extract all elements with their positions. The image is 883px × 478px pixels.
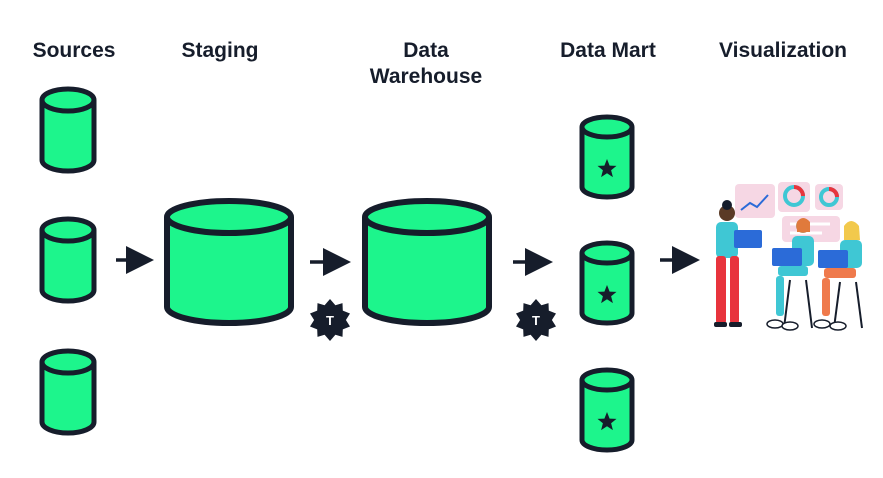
visualization-title: Visualization (719, 39, 847, 62)
sources-title: Sources (32, 39, 116, 62)
transform-badge-label: T (326, 313, 334, 328)
source-database-icon-2 (39, 216, 97, 304)
transform-badge-icon: T (516, 299, 556, 341)
laptop-icon (772, 248, 802, 266)
dashboard-panel (735, 184, 775, 218)
data-mart-database-icon-2 (579, 240, 635, 326)
star-icon (597, 412, 617, 431)
staging-database-icon (164, 198, 294, 326)
laptop-icon (818, 250, 848, 268)
data-warehouse-database-icon (362, 198, 492, 326)
transform-badge-icon: T (310, 299, 350, 341)
laptop-icon (734, 230, 762, 248)
visualization-illustration (714, 182, 863, 331)
data-mart-database-icon-1 (579, 114, 635, 200)
star-icon (597, 285, 617, 304)
star-icon (597, 159, 617, 178)
data-mart-title: Data Mart (560, 39, 656, 62)
source-database-icon-3 (39, 348, 97, 436)
source-database-icon-1 (39, 86, 97, 174)
data-mart-database-icon-3 (579, 367, 635, 453)
seated-person-1 (766, 218, 814, 331)
transform-badge-label: T (532, 313, 540, 328)
staging-title: Staging (181, 39, 259, 62)
data-warehouse-title: Data Warehouse (369, 39, 483, 88)
seated-person-2 (813, 221, 863, 331)
standing-person (714, 200, 762, 327)
